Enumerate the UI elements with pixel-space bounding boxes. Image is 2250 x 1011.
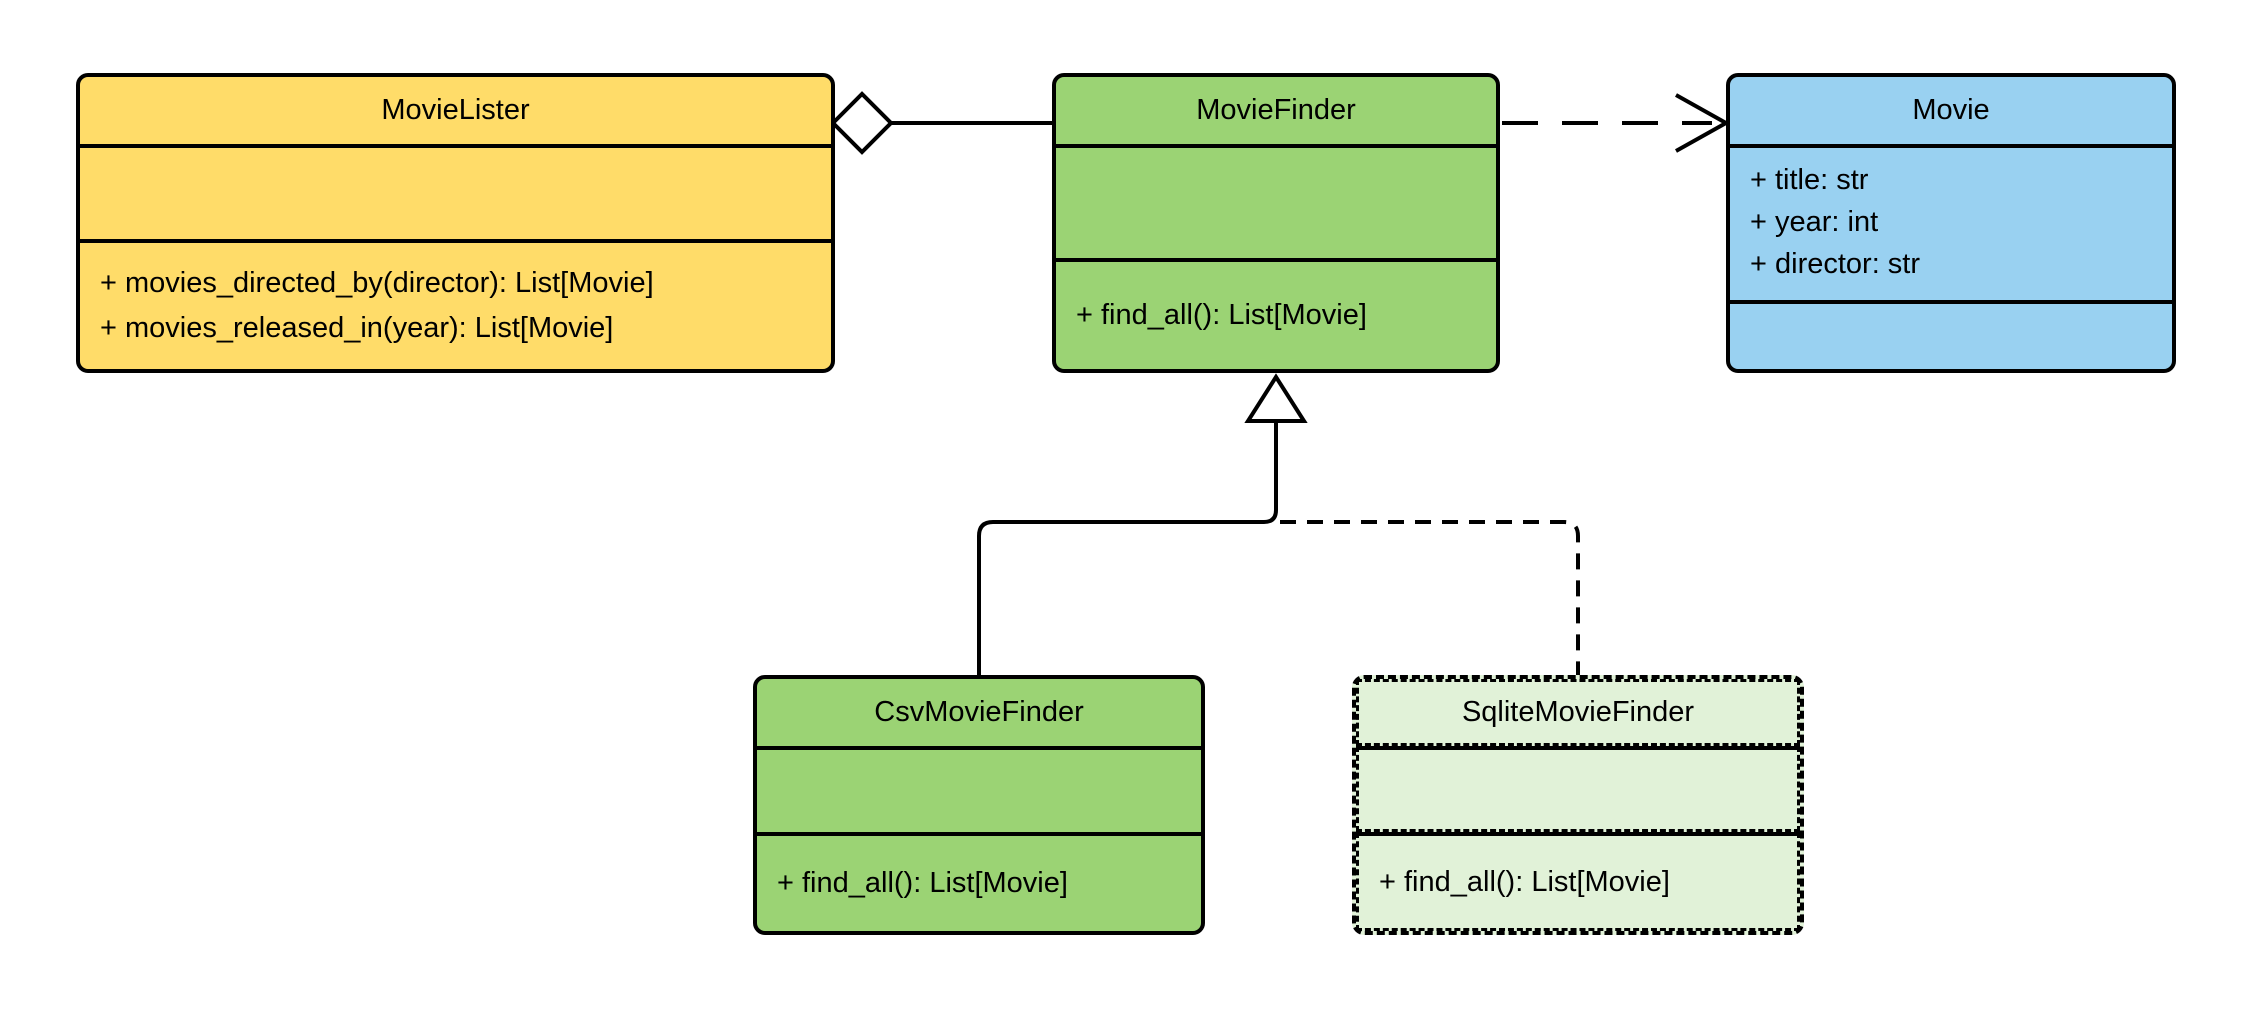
class-box-csvmoviefinder: CsvMovieFinder + find_all(): List[Movie]	[753, 675, 1205, 935]
class-title-movie: Movie	[1730, 77, 2172, 144]
class-name-label: CsvMovieFinder	[874, 696, 1084, 728]
attribute-label: + year: int	[1750, 206, 1879, 238]
class-name-label: Movie	[1912, 94, 1990, 126]
class-name-label: SqliteMovieFinder	[1461, 696, 1695, 728]
method-label: + movies_released_in(year): List[Movie]	[100, 312, 614, 344]
attributes-compartment-movie: + title: str + year: int + director: str	[1730, 144, 2172, 300]
aggregation-diamond-icon	[830, 91, 894, 155]
attribute-label: + director: str	[1750, 248, 1921, 280]
method-label: + find_all(): List[Movie]	[1379, 865, 1670, 898]
inheritance-line-sqlite	[1280, 520, 1580, 675]
class-box-moviefinder: MovieFinder + find_all(): List[Movie]	[1052, 73, 1500, 373]
attributes-compartment-movielister	[80, 144, 831, 239]
class-title-sqlitemoviefinder: SqliteMovieFinder	[1356, 679, 1800, 746]
method-label: + find_all(): List[Movie]	[1076, 299, 1367, 331]
attribute-label: + title: str	[1750, 164, 1869, 196]
methods-compartment-moviefinder: + find_all(): List[Movie]	[1056, 258, 1496, 369]
class-box-movielister: MovieLister + movies_directed_by(directo…	[76, 73, 835, 373]
attributes-compartment-csvmoviefinder	[757, 746, 1201, 832]
attributes-compartment-sqlitemoviefinder	[1356, 746, 1800, 832]
methods-compartment-csvmoviefinder: + find_all(): List[Movie]	[757, 832, 1201, 931]
inheritance-line-csv	[977, 421, 1278, 675]
methods-compartment-movie	[1730, 300, 2172, 369]
class-title-movielister: MovieLister	[80, 77, 831, 144]
methods-compartment-movielister: + movies_directed_by(director): List[Mov…	[80, 239, 831, 369]
class-title-csvmoviefinder: CsvMovieFinder	[757, 679, 1201, 746]
inheritance-triangle-icon	[1244, 373, 1308, 423]
method-label: + movies_directed_by(director): List[Mov…	[100, 267, 654, 299]
class-box-sqlitemoviefinder: SqliteMovieFinder + find_all(): List[Mov…	[1352, 675, 1804, 935]
methods-compartment-sqlitemoviefinder: + find_all(): List[Movie]	[1356, 832, 1800, 931]
attributes-compartment-moviefinder	[1056, 144, 1496, 258]
class-box-movie: Movie + title: str + year: int + directo…	[1726, 73, 2176, 373]
class-name-label: MovieLister	[381, 94, 530, 126]
method-label: + find_all(): List[Movie]	[777, 867, 1068, 899]
class-title-moviefinder: MovieFinder	[1056, 77, 1496, 144]
class-name-label: MovieFinder	[1196, 94, 1356, 126]
